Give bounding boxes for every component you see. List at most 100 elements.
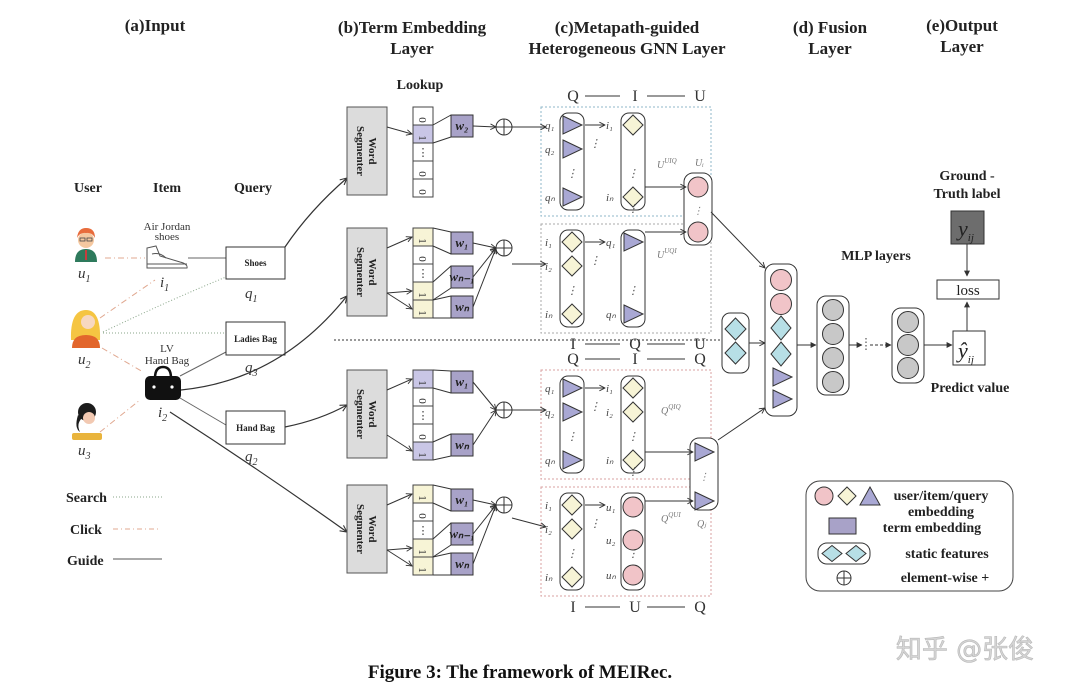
mlp-node: [897, 357, 919, 379]
node-label: i₂: [545, 524, 552, 536]
query-node: [562, 187, 584, 207]
node-label: i₂: [545, 261, 552, 273]
metapath-embedding-label: UUQI: [657, 247, 677, 261]
aggregate-user-embedding: ⋮Uᵢ: [645, 158, 713, 246]
ground-truth-y: yij: [956, 216, 974, 244]
segment-arrow: [386, 291, 412, 293]
query-box: [225, 246, 286, 280]
query-q2: Hand Bag q2: [225, 410, 286, 468]
plus-circle-icon: [836, 570, 852, 586]
ellipsis: ⋮: [628, 285, 639, 297]
item-name: Hand Bag: [145, 355, 190, 367]
item-node: [622, 449, 644, 471]
lookup-line: [432, 502, 452, 512]
node-column: [559, 112, 585, 211]
ellipsis: ⋮: [567, 431, 578, 443]
query-node: [562, 402, 584, 422]
header-output-1: (e)Output: [926, 16, 998, 35]
legend-search-label: Search: [66, 491, 107, 506]
node-label: i₁: [545, 237, 552, 249]
query-node: [772, 389, 794, 409]
segment-arrow: [386, 237, 412, 249]
one-hot-value: 0: [416, 513, 428, 519]
node-label: i₁: [606, 120, 613, 132]
lookup-label: Lookup: [397, 78, 444, 93]
sum-arrow: [472, 126, 496, 127]
segment-arrow: [386, 126, 412, 134]
lookup-line: [432, 114, 452, 126]
metapath-node-type: Q: [567, 351, 579, 368]
predict-value-label: Predict value: [931, 381, 1010, 396]
one-hot-value: 1: [416, 292, 428, 298]
node-label: qₙ: [545, 455, 556, 467]
sum-arrow: [472, 242, 496, 248]
handbag-icon: [145, 365, 181, 400]
user-avatar-icon: [75, 228, 97, 262]
term-weight-label: w₁: [455, 492, 468, 507]
item-node: [561, 303, 583, 325]
one-hot-value: 1: [416, 567, 428, 573]
aggregate-query-label: Qⱼ: [697, 519, 707, 530]
user-label: u2: [78, 352, 91, 371]
node-column: [620, 375, 646, 474]
metapath-frame: [540, 486, 712, 597]
lookup-line: [432, 136, 452, 144]
header-input: (a)Input: [125, 16, 186, 35]
lookup-line: [432, 455, 452, 461]
word-segmenter-label: WordSegmenter: [354, 504, 378, 554]
term-weight-label: wₙ₋₁: [449, 526, 474, 541]
legend-term-embedding: [828, 517, 857, 535]
term-weight-label: wₙ₋₁: [449, 269, 474, 284]
query-label: q3: [245, 360, 258, 379]
guide-edges: [179, 257, 227, 426]
item-node: [561, 255, 583, 277]
node-column: [559, 492, 585, 591]
node-label: q₁: [545, 120, 555, 132]
query-q3: Ladies Bag q3: [225, 321, 286, 379]
term-weight-label: w₁: [455, 374, 468, 389]
figure-caption: Figure 3: The framework of MEIRec.: [368, 662, 672, 683]
lookup-line: [432, 287, 452, 301]
plus-circle-icon: [495, 239, 513, 257]
metapath-node-type: Q: [629, 336, 641, 353]
lookup-line: [432, 245, 452, 255]
node-label: i₂: [606, 407, 613, 419]
column-label-item: Item: [153, 181, 181, 196]
one-hot-value: ⋮: [418, 410, 429, 422]
query-box: [225, 321, 286, 356]
metapath-frame: [540, 223, 712, 334]
output-section: Ground - Truth label yij loss ŷij Predic…: [931, 169, 1010, 396]
query-text: Hand Bag: [236, 423, 275, 433]
word-segmenter-label: WordSegmenter: [354, 126, 378, 176]
ellipsis: ⋮: [590, 138, 601, 150]
user-avatar-icon: [70, 310, 101, 348]
node-label: q₁: [545, 383, 555, 395]
sum-arrow: [472, 410, 496, 446]
node-label: i₁: [606, 383, 613, 395]
ellipsis: ⋮: [628, 168, 639, 180]
lookup-line: [432, 227, 452, 233]
item-name: LV: [160, 343, 174, 355]
mlp-node: [822, 323, 844, 345]
legend-guide-label: Guide: [67, 554, 104, 569]
lookup-line: [432, 544, 452, 558]
legend-static-label: static features: [905, 547, 989, 562]
segment-arrow: [386, 548, 412, 550]
node-label: iₙ: [545, 572, 553, 584]
node-label: q₂: [545, 407, 555, 419]
legend-shapes-label-1: user/item/query: [894, 489, 989, 504]
header-output-2: Layer: [940, 37, 984, 56]
header-gnn-1: (c)Metapath-guided: [555, 18, 700, 37]
term-weight-label: w₁: [455, 235, 468, 250]
one-hot-value: 0: [416, 256, 428, 262]
lookup-line: [432, 433, 452, 443]
term-weight-label: w₂: [455, 118, 468, 133]
item-label: i2: [158, 405, 167, 424]
